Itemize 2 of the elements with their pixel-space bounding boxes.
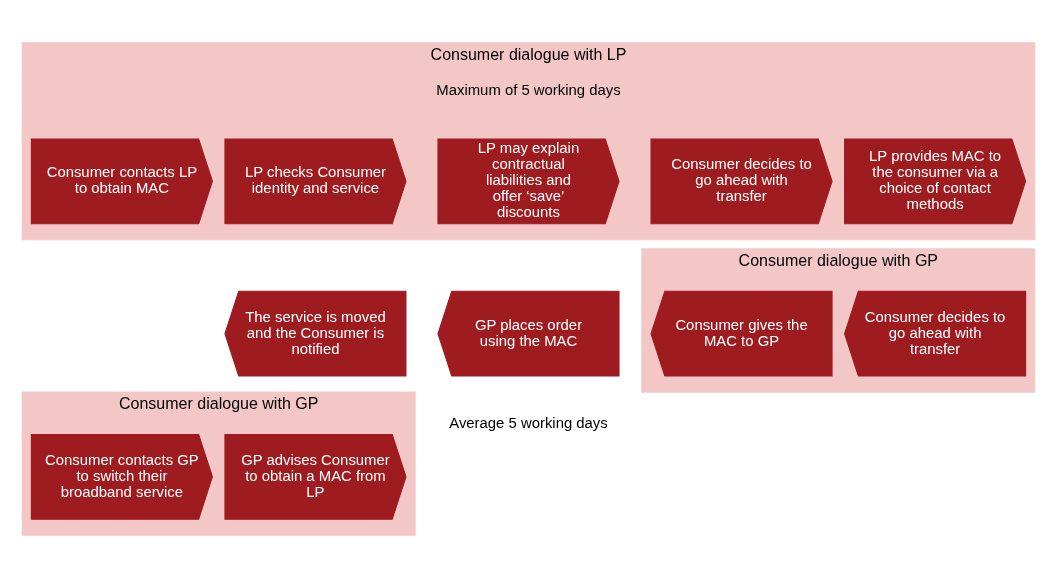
label: Average 5 working days	[449, 414, 608, 431]
label: Maximum of 5 working days	[436, 81, 621, 98]
